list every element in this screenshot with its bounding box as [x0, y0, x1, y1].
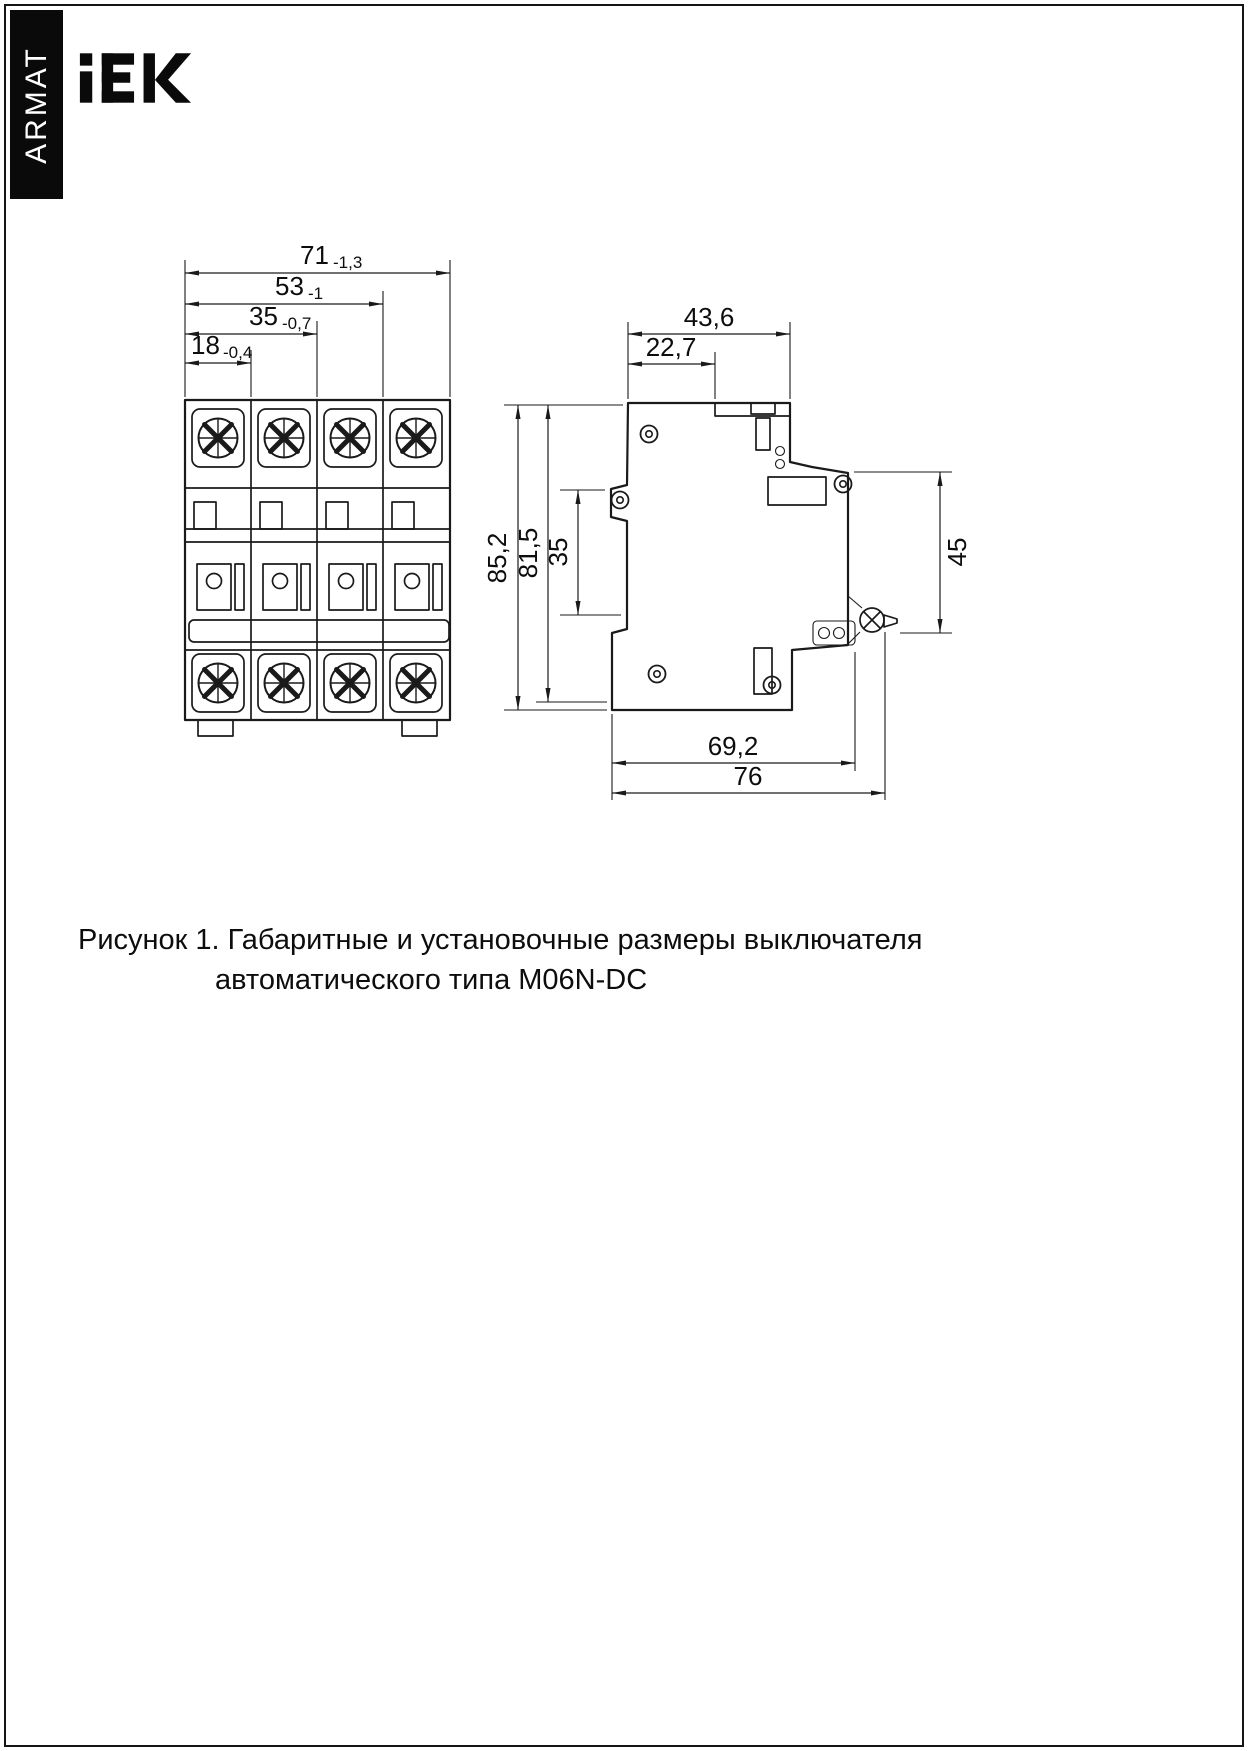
mount-tab [401, 719, 438, 737]
front-extension-lines [184, 260, 451, 397]
toggle-handle [259, 501, 283, 530]
dim-tolerance: -1,3 [333, 253, 362, 272]
breaker-side-outline [609, 401, 850, 712]
terminal-screw-icon [397, 419, 436, 458]
dim-side-overall-depth: 76 [612, 761, 885, 796]
dim-side-mount-depth: 69,2 [612, 731, 855, 766]
toggle-handle [391, 501, 415, 530]
dim-front-three-pole-width: 53 -1 [185, 271, 383, 307]
dim-value: 22,7 [646, 332, 697, 362]
case-screw-icon [647, 664, 667, 684]
terminal-screw-icon [331, 664, 370, 703]
dim-value: 69,2 [708, 731, 759, 761]
mount-tab [197, 719, 234, 737]
side-view: 43,6 22,7 85,2 81,5 35 45 [482, 302, 972, 800]
figure-caption-line2: автоматического типа M06N-DC [215, 964, 648, 997]
toggle-handle [193, 501, 217, 530]
dim-front-overall-width: 71 -1,3 [185, 240, 450, 276]
case-screw-icon [639, 424, 659, 444]
dim-side-din-rail-section: 45 [937, 472, 972, 633]
figure-caption-line1: Рисунок 1. Габаритные и установочные раз… [78, 924, 923, 956]
din-latch-mechanism [812, 595, 898, 646]
dim-value: 35 [249, 301, 278, 331]
dim-value: 18 [191, 330, 220, 360]
terminal-screw-icon [265, 664, 304, 703]
terminal-screw-icon [331, 419, 370, 458]
side-panel-recess [767, 476, 827, 506]
dim-value: 76 [734, 761, 763, 791]
figure-caption: Рисунок 1. Габаритные и установочные раз… [78, 920, 922, 1000]
dim-tolerance: -0,7 [282, 314, 311, 333]
front-view-body [183, 398, 452, 737]
toggle-handle [325, 501, 349, 530]
din-clip-slider [753, 647, 773, 695]
front-view: 71 -1,3 53 -1 35 -0,7 18 -0,4 [183, 240, 452, 737]
dim-side-overall-width: 43,6 [628, 302, 790, 337]
dim-value: 35 [543, 538, 573, 567]
terminal-screw-icon [265, 419, 304, 458]
dim-value: 53 [275, 271, 304, 301]
dim-side-front-section-height: 35 [543, 490, 581, 615]
side-extension-lines [504, 322, 952, 800]
dim-value: 81,5 [513, 528, 543, 579]
dim-value: 43,6 [684, 302, 735, 332]
dim-side-overall-height: 85,2 [482, 405, 521, 710]
dim-tolerance: -0,4 [223, 343, 252, 362]
terminal-screw-icon [397, 664, 436, 703]
indicator-windows [196, 563, 443, 611]
terminal-screw-icon [199, 664, 238, 703]
dim-front-two-pole-width: 35 -0,7 [185, 301, 317, 337]
din-clip-top [750, 402, 786, 470]
dim-front-one-pole-width: 18 -0,4 [185, 330, 252, 366]
brand-banner: ARMAT [10, 10, 63, 199]
case-screw-icon [610, 490, 630, 510]
interlock-bar [188, 619, 450, 643]
dim-tolerance: -1 [308, 284, 323, 303]
dim-value: 85,2 [482, 533, 512, 584]
iek-logo-icon [79, 53, 192, 103]
dim-value: 45 [942, 538, 972, 567]
dim-side-inner-width: 22,7 [628, 332, 715, 367]
dim-value: 71 [300, 240, 329, 270]
terminal-screw-icon [199, 419, 238, 458]
side-view-body [609, 401, 898, 712]
dim-side-body-height: 81,5 [513, 405, 551, 702]
